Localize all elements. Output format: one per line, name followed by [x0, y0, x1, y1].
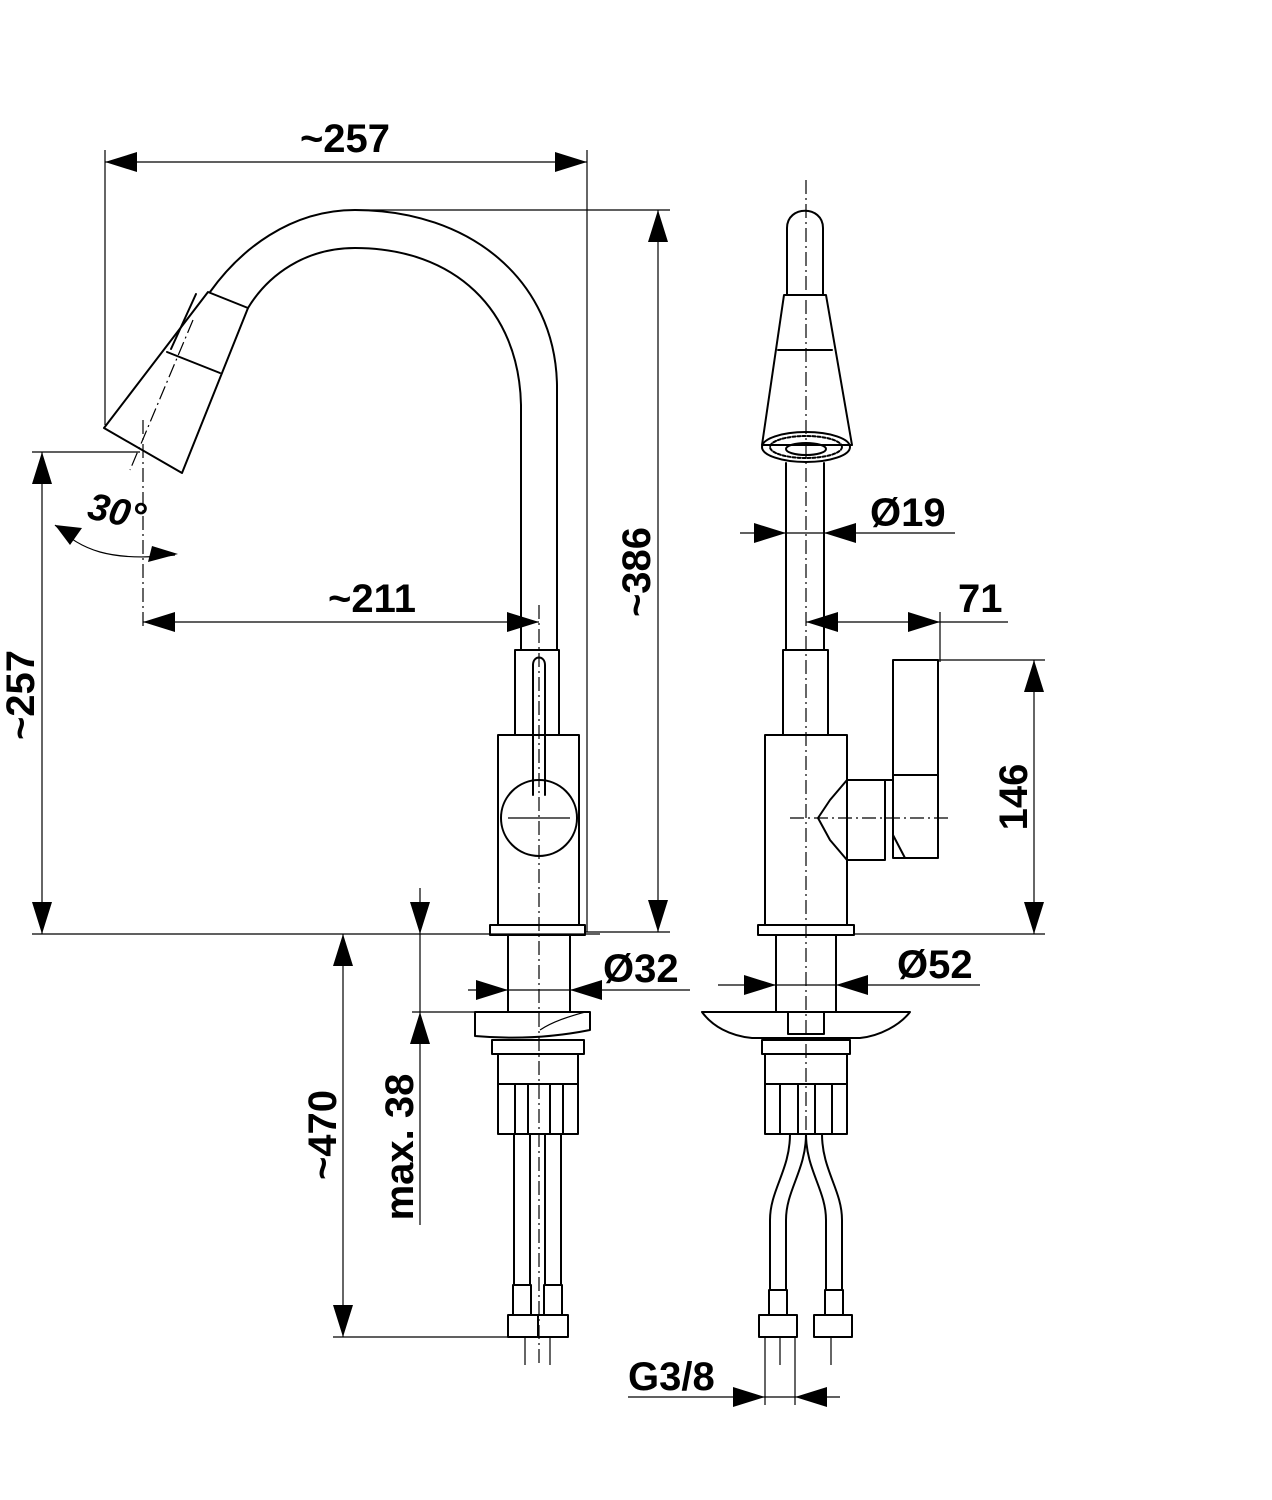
label-spout-diameter: Ø19: [870, 491, 946, 535]
label-reach-to-spray-axis: ~211: [328, 577, 416, 621]
dimension-labels: ~257 30° ~211 ~386 ~257 Ø19 71 146 Ø32 Ø…: [0, 117, 1036, 1399]
label-spray-angle: 30°: [84, 486, 150, 539]
side-view: [103, 209, 591, 1365]
label-lever-offset: 71: [958, 577, 1003, 621]
spout-inner-curve: [247, 247, 522, 651]
dimension-lines: [32, 150, 1045, 1407]
label-max-deck-thickness: max. 38: [378, 1074, 422, 1221]
label-connection-thread: G3/8: [628, 1355, 715, 1399]
spray-head-front: [761, 294, 853, 446]
lever-handle: [892, 659, 939, 859]
label-hose-length: ~470: [301, 1090, 345, 1180]
label-flange-diameter: Ø52: [897, 943, 973, 987]
label-spout-reach-top: ~257: [300, 117, 390, 161]
label-base-diameter: Ø32: [603, 947, 679, 991]
spray-head-side: [103, 291, 249, 474]
label-overall-height: ~386: [615, 527, 659, 617]
label-lever-height: 146: [992, 764, 1036, 831]
label-spray-height: ~257: [0, 650, 43, 740]
front-view: [701, 180, 950, 1405]
spout-outer-curve: [209, 209, 558, 651]
